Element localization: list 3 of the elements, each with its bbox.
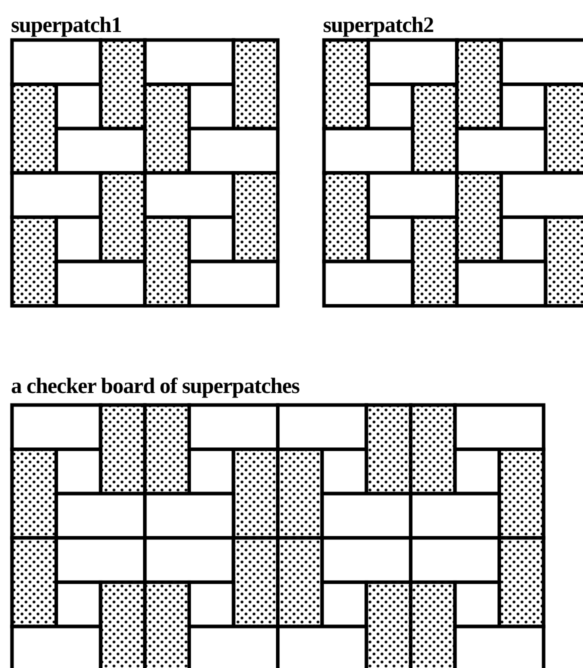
panel-title: superpatch1: [11, 13, 122, 37]
panel-title: a checker board of superpatches: [11, 374, 300, 398]
panel-title: superpatch2: [323, 13, 434, 37]
